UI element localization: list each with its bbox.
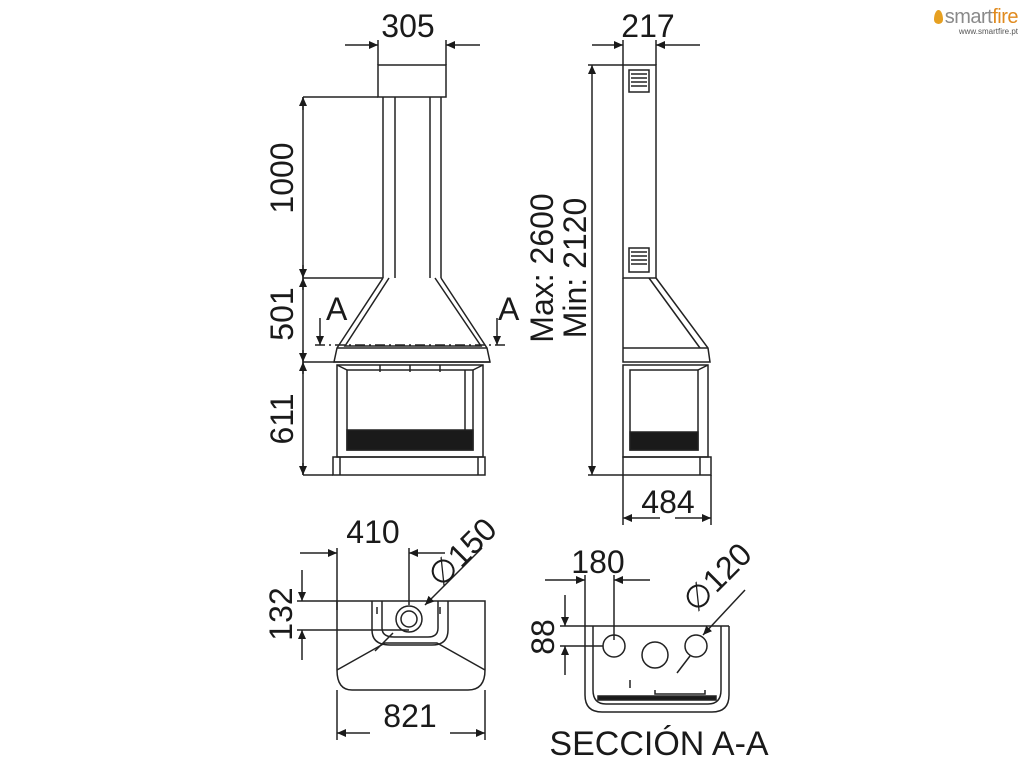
dim-label-max-height: Max: 2600 <box>524 193 560 342</box>
side-base <box>622 456 712 476</box>
front-firebox <box>336 364 484 458</box>
logo-wordmark: smartfire <box>900 6 1018 29</box>
dim-line-heights <box>299 96 383 476</box>
front-chimney <box>377 64 447 278</box>
flame-icon <box>933 10 943 24</box>
dim-label-180: 180 <box>571 544 624 580</box>
dim-line-180 <box>545 575 650 640</box>
dim-label-150: ∅150 <box>421 511 504 594</box>
top-outline <box>336 600 486 691</box>
section-mark-right: A <box>498 291 520 327</box>
dim-line-484 <box>622 475 712 525</box>
side-chimney <box>622 64 657 279</box>
leader-120 <box>702 589 746 636</box>
dim-label-501: 501 <box>264 287 300 340</box>
dim-label-min-height: Min: 2120 <box>557 198 593 339</box>
side-firebox <box>622 364 709 458</box>
front-base <box>332 456 486 476</box>
dim-line-217 <box>592 40 700 65</box>
top-view <box>297 547 486 740</box>
side-view <box>588 40 712 525</box>
leader-150 <box>424 547 483 606</box>
dim-label-132: 132 <box>263 587 299 640</box>
section-outline <box>584 626 730 713</box>
dim-line-305 <box>345 40 480 65</box>
dim-line-410 <box>300 548 445 610</box>
front-view <box>299 40 505 476</box>
dim-label-611: 611 <box>264 393 300 444</box>
logo-brand-suffix: fire <box>992 6 1018 28</box>
dim-label-1000: 1000 <box>264 142 300 213</box>
brand-logo: smartfire www.smartfire.pt <box>900 6 1018 36</box>
dim-label-305: 305 <box>381 8 434 44</box>
section-view <box>545 575 746 713</box>
dim-label-120: ∅120 <box>676 536 759 619</box>
dim-label-217: 217 <box>621 8 674 44</box>
dim-label-821: 821 <box>383 698 436 734</box>
section-opening-center <box>641 641 669 669</box>
section-mark-left: A <box>326 291 348 327</box>
top-flue-circle <box>395 605 423 633</box>
side-hood <box>622 277 711 363</box>
logo-url: www.smartfire.pt <box>958 27 1018 36</box>
dim-line-88 <box>560 595 603 675</box>
logo-brand-prefix: smart <box>944 6 993 28</box>
dim-line-132 <box>297 570 409 660</box>
section-opening-right <box>684 634 708 658</box>
dim-label-88: 88 <box>525 619 561 655</box>
section-title: SECCIÓN A-A <box>549 725 768 763</box>
front-hood <box>333 277 491 363</box>
dim-label-410: 410 <box>346 514 399 550</box>
dim-line-821 <box>336 690 486 740</box>
dim-label-484: 484 <box>641 484 694 520</box>
dim-line-overall-height <box>588 64 623 476</box>
